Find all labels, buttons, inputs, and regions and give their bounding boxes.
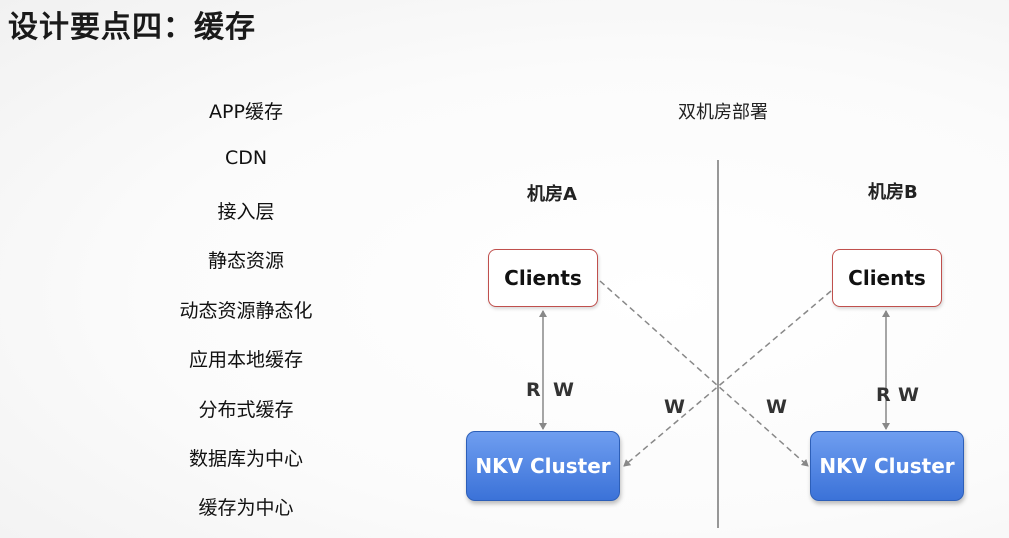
page-title: 设计要点四：缓存 (8, 10, 256, 45)
cross-write-a-to-b (599, 280, 809, 467)
nkv-cluster-a-box: NKV Cluster (466, 431, 620, 501)
read-label-b: R (876, 384, 891, 406)
list-item: 接入层 (217, 201, 275, 223)
list-item: 缓存为中心 (198, 497, 294, 519)
list-item: 数据库为中心 (188, 448, 303, 470)
clients-b-box: Clients (832, 249, 942, 307)
list-item: 应用本地缓存 (188, 349, 303, 371)
write-label-b: W (898, 384, 919, 406)
read-label-a: R (526, 379, 541, 401)
cross-write-label-right: W (766, 396, 787, 418)
nkv-cluster-b-box: NKV Cluster (810, 431, 964, 501)
write-label-a: W (553, 379, 574, 401)
cross-write-label-left: W (664, 396, 685, 418)
list-item: CDN (224, 147, 268, 169)
cross-write-b-to-a (623, 290, 832, 467)
diagram-heading: 双机房部署 (678, 102, 768, 123)
room-b-label: 机房B (868, 182, 918, 203)
clients-a-box: Clients (488, 249, 598, 307)
room-a-label: 机房A (527, 184, 577, 205)
list-item: 动态资源静态化 (179, 300, 313, 322)
list-item: APP缓存 (209, 101, 283, 123)
list-item: 静态资源 (207, 250, 284, 272)
list-item: 分布式缓存 (198, 399, 294, 421)
